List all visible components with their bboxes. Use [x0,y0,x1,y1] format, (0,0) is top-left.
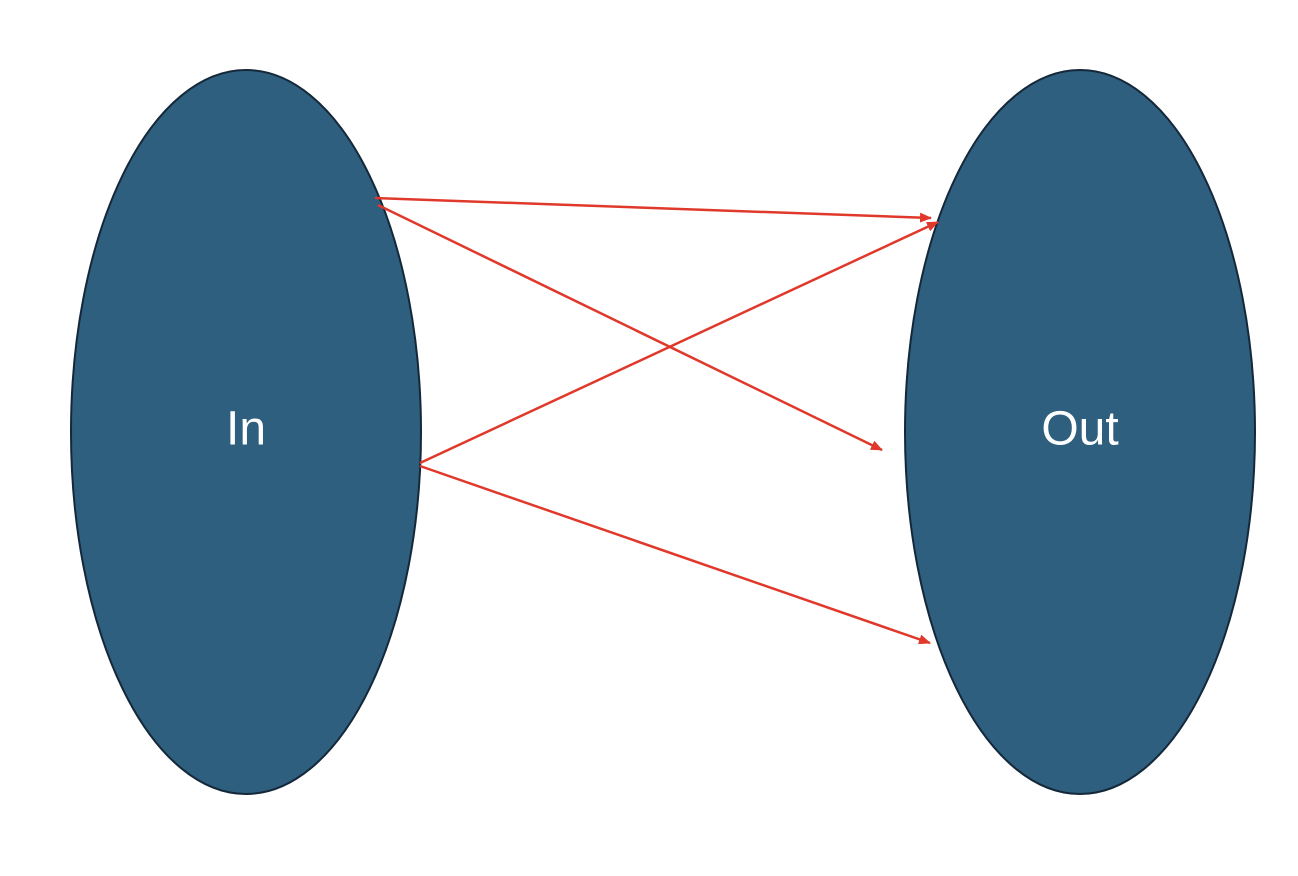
mapping-arrow-3 [419,220,939,465]
mapping-arrow-1 [374,196,932,223]
in-set-ellipse [70,69,422,795]
mapping-arrows [374,196,939,645]
out-set-label: Out [1041,403,1118,456]
out-set-ellipse [904,69,1256,795]
mapping-arrow-4 [419,464,931,645]
in-set-label: In [226,403,266,456]
mapping-arrow-2 [377,203,883,452]
